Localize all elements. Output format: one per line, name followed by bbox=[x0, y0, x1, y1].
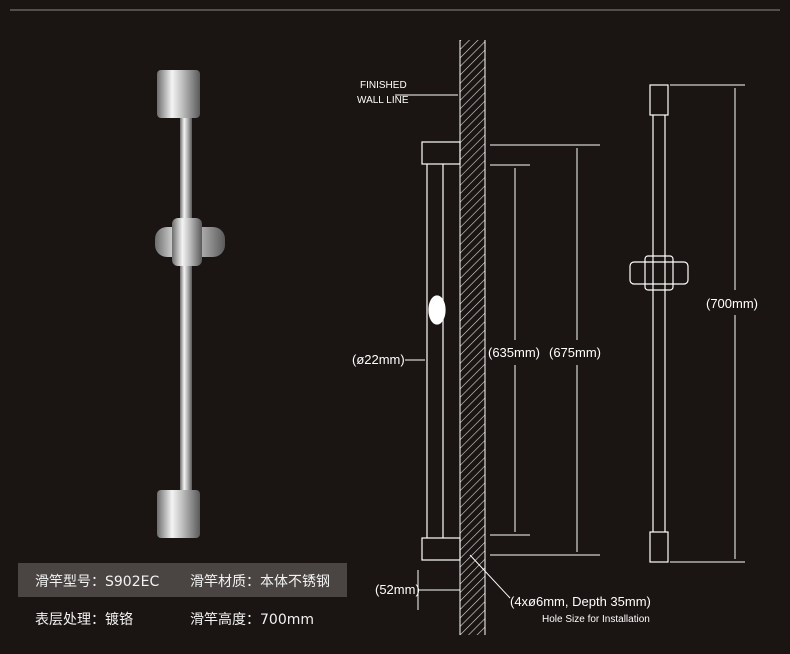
svg-text:(635mm): (635mm) bbox=[488, 345, 540, 360]
svg-text:Hole Size for Installation: Hole Size for Installation bbox=[542, 614, 650, 625]
side-view-rod bbox=[421, 141, 461, 561]
finish-spec: 表层处理：镀铬 bbox=[35, 612, 133, 628]
height-spec: 滑竿高度：700mm bbox=[190, 612, 314, 628]
model-spec: 滑竿型号：S902EC bbox=[35, 574, 160, 590]
svg-text:WALL LINE: WALL LINE bbox=[357, 95, 409, 106]
material-spec: 滑竿材质：本体不锈钢 bbox=[190, 574, 330, 590]
product-photo bbox=[155, 70, 225, 538]
front-view-rod bbox=[629, 84, 689, 563]
bottom-bracket bbox=[157, 490, 200, 538]
svg-text:(700mm): (700mm) bbox=[706, 296, 758, 311]
svg-text:(52mm): (52mm) bbox=[375, 582, 420, 597]
rod bbox=[180, 80, 192, 530]
spec-highlight-band bbox=[18, 563, 347, 597]
dimension-lines bbox=[405, 84, 745, 610]
wall-section bbox=[460, 40, 485, 635]
svg-text:(4xø6mm, Depth 35mm): (4xø6mm, Depth 35mm) bbox=[510, 594, 651, 609]
top-bracket bbox=[157, 70, 200, 118]
svg-text:(ø22mm): (ø22mm) bbox=[352, 352, 405, 367]
svg-text:(675mm): (675mm) bbox=[549, 345, 601, 360]
svg-text:FINISHED: FINISHED bbox=[360, 80, 407, 91]
